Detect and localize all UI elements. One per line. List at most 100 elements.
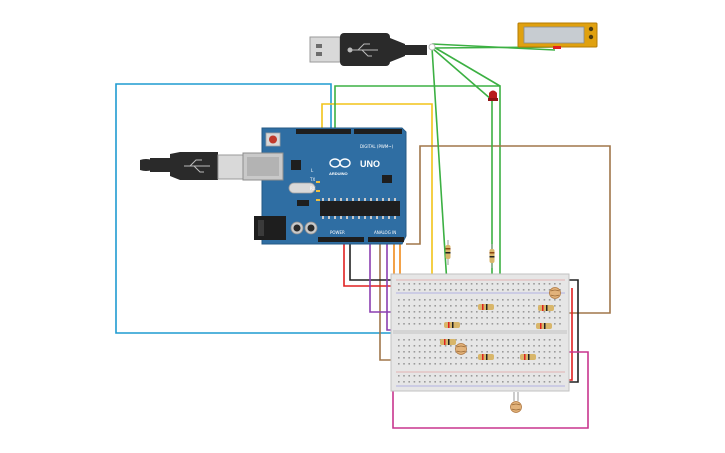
breadboard-hole[interactable] bbox=[496, 351, 499, 353]
breadboard-hole[interactable] bbox=[502, 299, 504, 301]
breadboard-hole[interactable] bbox=[408, 299, 410, 301]
breadboard-hole[interactable] bbox=[559, 299, 561, 301]
breadboard-hole[interactable] bbox=[533, 375, 535, 377]
breadboard-hole[interactable] bbox=[517, 339, 520, 341]
breadboard-hole[interactable] bbox=[403, 345, 405, 347]
breadboard-hole[interactable] bbox=[559, 283, 561, 285]
breadboard-hole[interactable] bbox=[517, 351, 520, 353]
breadboard-hole[interactable] bbox=[434, 317, 436, 319]
breadboard-hole[interactable] bbox=[543, 363, 546, 365]
breadboard-hole[interactable] bbox=[496, 345, 499, 347]
breadboard-hole[interactable] bbox=[502, 305, 504, 307]
breadboard-hole[interactable] bbox=[424, 363, 426, 365]
breadboard-hole[interactable] bbox=[465, 345, 468, 347]
breadboard-hole[interactable] bbox=[450, 305, 452, 307]
breadboard-hole[interactable] bbox=[543, 289, 546, 291]
breadboard-hole[interactable] bbox=[450, 351, 452, 353]
breadboard-hole[interactable] bbox=[413, 381, 416, 383]
breadboard-hole[interactable] bbox=[476, 323, 478, 325]
breadboard-hole[interactable] bbox=[413, 363, 416, 365]
breadboard-hole[interactable] bbox=[398, 289, 400, 291]
breadboard-hole[interactable] bbox=[502, 381, 504, 383]
breadboard-hole[interactable] bbox=[398, 357, 400, 359]
breadboard-hole[interactable] bbox=[481, 339, 483, 341]
breadboard-hole[interactable] bbox=[543, 299, 546, 301]
breadboard-hole[interactable] bbox=[554, 299, 556, 301]
breadboard-hole[interactable] bbox=[403, 289, 405, 291]
breadboard-hole[interactable] bbox=[439, 289, 442, 291]
breadboard-hole[interactable] bbox=[486, 323, 488, 325]
breadboard-hole[interactable] bbox=[465, 317, 468, 319]
breadboard-hole[interactable] bbox=[512, 289, 514, 291]
breadboard-hole[interactable] bbox=[429, 323, 431, 325]
breadboard-hole[interactable] bbox=[486, 289, 488, 291]
breadboard-hole[interactable] bbox=[559, 351, 561, 353]
breadboard-hole[interactable] bbox=[460, 339, 462, 341]
breadboard-hole[interactable] bbox=[450, 345, 452, 347]
breadboard-hole[interactable] bbox=[512, 299, 514, 301]
breadboard-hole[interactable] bbox=[543, 357, 546, 359]
breadboard-hole[interactable] bbox=[496, 357, 499, 359]
breadboard-hole[interactable] bbox=[460, 363, 462, 365]
breadboard-hole[interactable] bbox=[554, 363, 556, 365]
breadboard-hole[interactable] bbox=[450, 381, 452, 383]
breadboard-hole[interactable] bbox=[465, 299, 468, 301]
breadboard-hole[interactable] bbox=[517, 381, 520, 383]
breadboard-hole[interactable] bbox=[434, 381, 436, 383]
breadboard-hole[interactable] bbox=[528, 283, 530, 285]
breadboard-hole[interactable] bbox=[502, 283, 504, 285]
breadboard-hole[interactable] bbox=[460, 299, 462, 301]
breadboard-hole[interactable] bbox=[522, 311, 525, 313]
breadboard-hole[interactable] bbox=[408, 311, 410, 313]
breadboard-hole[interactable] bbox=[408, 363, 410, 365]
breadboard-hole[interactable] bbox=[496, 289, 499, 291]
breadboard-hole[interactable] bbox=[512, 339, 514, 341]
breadboard-hole[interactable] bbox=[554, 357, 556, 359]
usb-cable-left[interactable] bbox=[140, 152, 247, 180]
breadboard-hole[interactable] bbox=[424, 345, 426, 347]
breadboard-hole[interactable] bbox=[522, 339, 525, 341]
breadboard-hole[interactable] bbox=[486, 299, 488, 301]
wire-green-usb-2[interactable] bbox=[431, 45, 501, 87]
breadboard-hole[interactable] bbox=[502, 351, 504, 353]
breadboard-hole[interactable] bbox=[418, 323, 421, 325]
breadboard-hole[interactable] bbox=[543, 317, 546, 319]
breadboard-hole[interactable] bbox=[512, 323, 514, 325]
breadboard-hole[interactable] bbox=[465, 363, 468, 365]
breadboard-hole[interactable] bbox=[502, 311, 504, 313]
breadboard-hole[interactable] bbox=[491, 363, 494, 365]
breadboard-hole[interactable] bbox=[481, 311, 483, 313]
breadboard-hole[interactable] bbox=[398, 317, 400, 319]
breadboard-hole[interactable] bbox=[486, 283, 488, 285]
breadboard-hole[interactable] bbox=[502, 345, 504, 347]
breadboard-hole[interactable] bbox=[517, 317, 520, 319]
breadboard-hole[interactable] bbox=[439, 363, 442, 365]
breadboard-hole[interactable] bbox=[398, 283, 400, 285]
wire-green-usb-3[interactable] bbox=[431, 47, 449, 301]
breadboard-hole[interactable] bbox=[486, 345, 488, 347]
breadboard-hole[interactable] bbox=[481, 299, 483, 301]
breadboard-hole[interactable] bbox=[424, 305, 426, 307]
breadboard-hole[interactable] bbox=[543, 283, 546, 285]
breadboard-hole[interactable] bbox=[496, 339, 499, 341]
breadboard-hole[interactable] bbox=[486, 363, 488, 365]
breadboard-hole[interactable] bbox=[522, 351, 525, 353]
breadboard-hole[interactable] bbox=[496, 323, 499, 325]
breadboard-hole[interactable] bbox=[460, 317, 462, 319]
breadboard-hole[interactable] bbox=[517, 323, 520, 325]
breadboard-hole[interactable] bbox=[444, 289, 447, 291]
breadboard-hole[interactable] bbox=[533, 351, 535, 353]
breadboard-hole[interactable] bbox=[429, 283, 431, 285]
breadboard-hole[interactable] bbox=[476, 289, 478, 291]
breadboard-hole[interactable] bbox=[554, 375, 556, 377]
resistor-vertical-2[interactable] bbox=[489, 244, 495, 268]
breadboard-hole[interactable] bbox=[444, 311, 447, 313]
breadboard-hole[interactable] bbox=[398, 381, 400, 383]
breadboard-hole[interactable] bbox=[528, 339, 530, 341]
breadboard-hole[interactable] bbox=[424, 357, 426, 359]
breadboard-hole[interactable] bbox=[533, 305, 535, 307]
breadboard-hole[interactable] bbox=[424, 311, 426, 313]
breadboard-hole[interactable] bbox=[486, 317, 488, 319]
breadboard-hole[interactable] bbox=[434, 323, 436, 325]
breadboard-hole[interactable] bbox=[512, 357, 514, 359]
